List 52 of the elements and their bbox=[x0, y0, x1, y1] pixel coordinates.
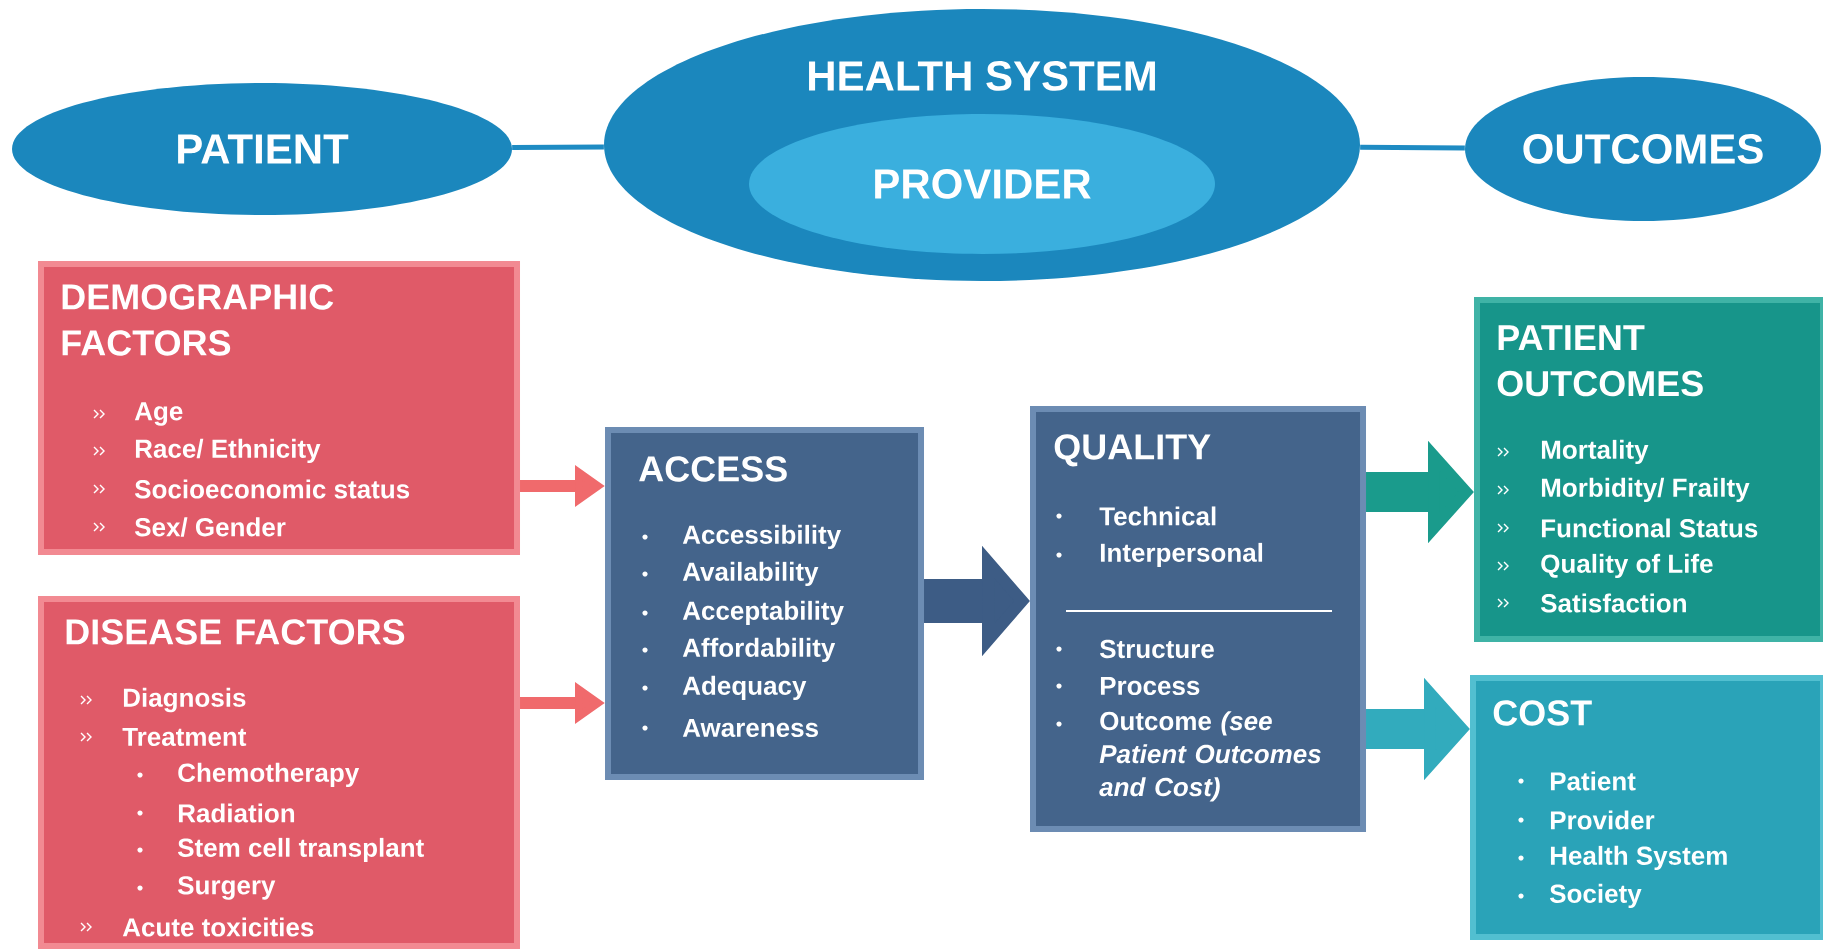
oval-label: PROVIDER bbox=[875, 169, 1091, 199]
oval-label: PATIENT bbox=[178, 134, 349, 164]
list-item: Interpersonal bbox=[1056, 542, 1263, 568]
list-item: Availability bbox=[642, 561, 819, 587]
list-item: Acceptability bbox=[642, 600, 844, 626]
list-item: Treatment bbox=[80, 727, 247, 747]
box-heading: COST bbox=[1493, 700, 1592, 726]
oval-label: HEALTH SYSTEM bbox=[809, 61, 1155, 91]
list-item: Health System bbox=[1518, 845, 1727, 871]
list-item: Diagnosis bbox=[80, 687, 246, 713]
oval bbox=[1465, 77, 1821, 221]
list-item: Race/ Ethnicity bbox=[93, 438, 321, 464]
box-heading: DISEASE FACTORS bbox=[66, 619, 405, 645]
access-box bbox=[605, 427, 924, 780]
connector-line bbox=[512, 144, 604, 151]
list-item: Provider bbox=[1518, 810, 1655, 830]
list-item: Sex/ Gender bbox=[93, 517, 286, 537]
list-item: Morbidity/ Frailty bbox=[1497, 477, 1750, 503]
oval bbox=[12, 83, 512, 215]
list-item: Outcome (see Patient Outcomes and Cost) bbox=[1056, 711, 1321, 802]
list-item: Chemotherapy bbox=[137, 762, 360, 788]
box-heading: ACCESS bbox=[639, 456, 787, 482]
list-item: Age bbox=[93, 402, 183, 426]
list-item: Adequacy bbox=[642, 675, 807, 701]
list-item: Process bbox=[1056, 676, 1200, 696]
list-item: Surgery bbox=[137, 876, 276, 900]
box-heading: QUALITY bbox=[1054, 434, 1211, 467]
outcome-box bbox=[1474, 297, 1823, 642]
list-item: Affordability bbox=[642, 637, 836, 663]
list-item: Quality of Life bbox=[1497, 553, 1713, 579]
oval-label: OUTCOMES bbox=[1523, 134, 1763, 164]
list-item: Patient bbox=[1518, 771, 1636, 791]
connector-line bbox=[1360, 144, 1465, 151]
list-item: Structure bbox=[1056, 639, 1214, 659]
box-heading: PATIENT OUTCOMES bbox=[1497, 325, 1703, 397]
oval bbox=[749, 114, 1215, 254]
list-item: Society bbox=[1518, 883, 1642, 909]
list-item: Socioeconomic status bbox=[93, 479, 410, 499]
cost-box bbox=[1470, 675, 1823, 940]
list-item: Satisfaction bbox=[1497, 593, 1686, 613]
list-item: Stem cell transplant bbox=[137, 837, 424, 863]
quality-box bbox=[1030, 406, 1366, 832]
factor-box bbox=[38, 261, 520, 555]
factor-box bbox=[38, 596, 520, 949]
list-item: Functional Status bbox=[1497, 518, 1758, 538]
list-item: Technical bbox=[1056, 506, 1216, 526]
list-item: Accessibility bbox=[642, 524, 842, 550]
box-heading: DEMOGRAPHIC FACTORS bbox=[62, 284, 334, 356]
list-item: Mortality bbox=[1497, 439, 1649, 465]
list-item: Radiation bbox=[137, 803, 295, 823]
list-item: Acute toxicities bbox=[80, 917, 314, 937]
list-item: Awareness bbox=[642, 718, 818, 738]
